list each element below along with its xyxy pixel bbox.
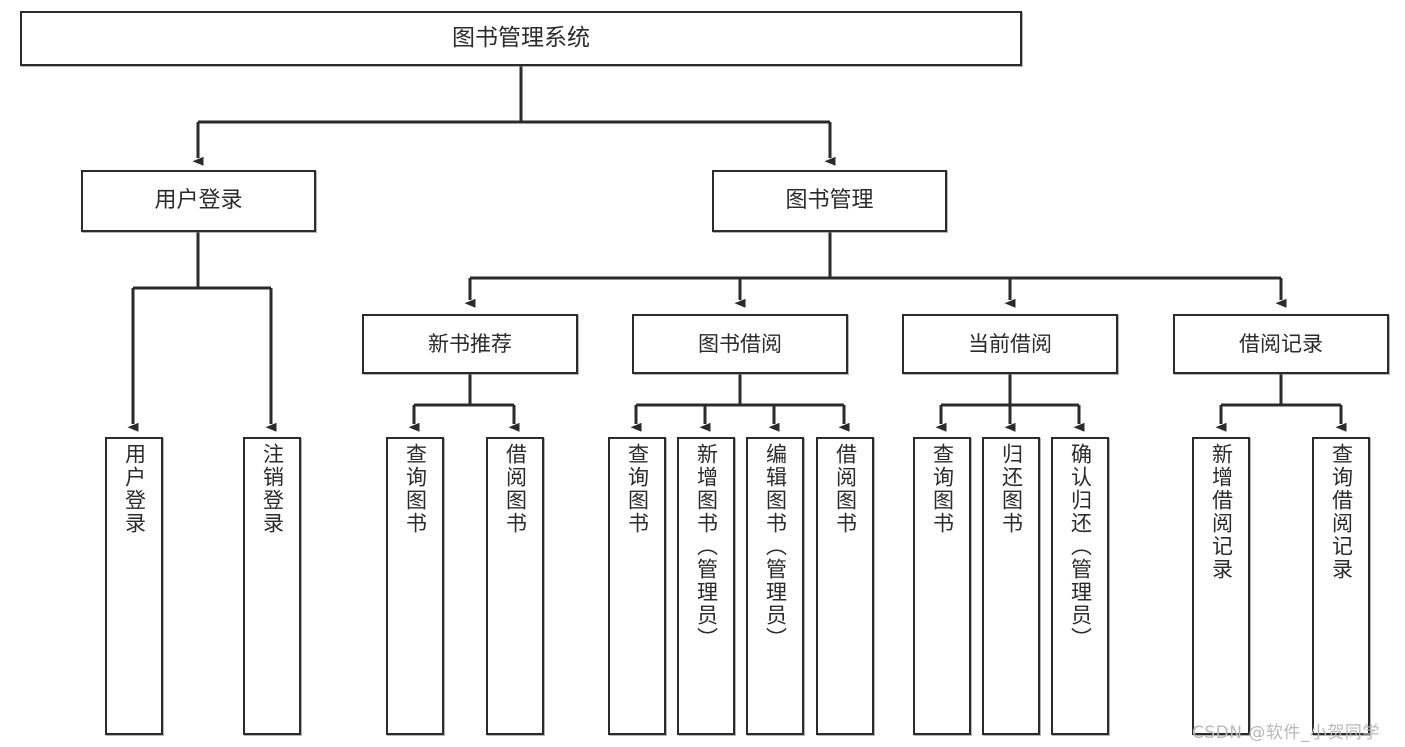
node-label: 借阅记录	[1239, 331, 1323, 356]
leaf-current-query-book[interactable]: 查询图书	[913, 437, 971, 735]
node-borrow-record[interactable]: 借阅记录	[1173, 314, 1389, 374]
node-label: 用户登录	[154, 188, 243, 214]
node-label: 新书推荐	[428, 331, 512, 356]
node-label: 确认归还（管理员）	[1068, 443, 1093, 650]
node-label: 编辑图书（管理员）	[763, 443, 788, 650]
node-user-login[interactable]: 用户登录	[81, 170, 316, 232]
leaf-record-query-borrow-record[interactable]: 查询借阅记录	[1312, 437, 1370, 735]
node-label: 查询图书	[930, 443, 955, 535]
node-book-management[interactable]: 图书管理	[712, 170, 947, 232]
node-new-book-recommend[interactable]: 新书推荐	[362, 314, 578, 374]
node-label: 图书管理系统	[452, 25, 590, 52]
node-label: 新增图书（管理员）	[694, 443, 719, 650]
leaf-user-login-signout[interactable]: 注销登录	[243, 437, 301, 735]
leaf-borrow-add-book-admin[interactable]: 新增图书（管理员）	[677, 437, 735, 735]
csdn-watermark: CSDN @软件_小贺同学	[1192, 723, 1380, 743]
node-label: 归还图书	[999, 443, 1024, 535]
leaf-borrow-borrow-book[interactable]: 借阅图书	[816, 437, 874, 735]
node-label: 图书借阅	[698, 331, 782, 356]
node-label: 借阅图书	[833, 443, 858, 535]
node-label: 借阅图书	[503, 443, 528, 535]
node-label: 当前借阅	[968, 331, 1052, 356]
leaf-borrow-edit-book-admin[interactable]: 编辑图书（管理员）	[746, 437, 804, 735]
node-label: 查询借阅记录	[1329, 443, 1354, 581]
leaf-user-login-signin[interactable]: 用户登录	[105, 437, 163, 735]
node-label: 图书管理	[785, 188, 874, 214]
node-current-borrow[interactable]: 当前借阅	[902, 314, 1118, 374]
leaf-borrow-query-book[interactable]: 查询图书	[608, 437, 666, 735]
node-label: 注销登录	[260, 443, 285, 535]
node-root-system[interactable]: 图书管理系统	[20, 11, 1022, 66]
node-label: 查询图书	[403, 443, 428, 535]
leaf-record-add-borrow-record[interactable]: 新增借阅记录	[1192, 437, 1250, 735]
node-label: 查询图书	[625, 443, 650, 535]
leaf-recommend-query-book[interactable]: 查询图书	[386, 437, 444, 735]
leaf-current-return-book[interactable]: 归还图书	[982, 437, 1040, 735]
node-label: 用户登录	[122, 443, 147, 535]
leaf-current-confirm-return-admin[interactable]: 确认归还（管理员）	[1051, 437, 1109, 735]
node-book-borrow[interactable]: 图书借阅	[632, 314, 848, 374]
node-label: 新增借阅记录	[1209, 443, 1234, 581]
leaf-recommend-borrow-book[interactable]: 借阅图书	[486, 437, 544, 735]
